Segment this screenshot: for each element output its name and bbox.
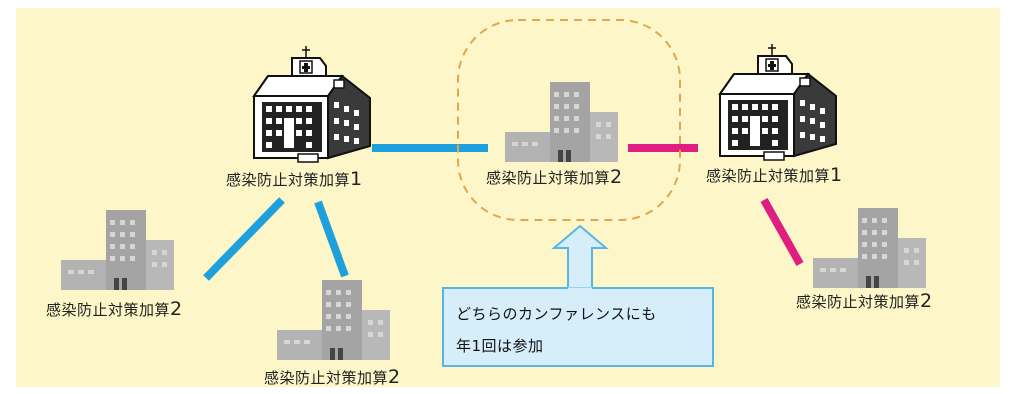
link-left-bottommid — [314, 200, 349, 278]
label-hospital-bottom-left: 感染防止対策加算2 — [46, 298, 183, 320]
label-number: 1 — [830, 164, 843, 186]
callout-box — [442, 287, 714, 367]
conference-group-border — [457, 19, 681, 221]
label-hospital-center: 感染防止対策加算2 — [486, 166, 623, 188]
label-hospital-right: 感染防止対策加算1 — [706, 164, 843, 186]
label-hospital-left: 感染防止対策加算1 — [226, 168, 363, 190]
label-text: 感染防止対策加算 — [226, 171, 351, 189]
label-text: 感染防止対策加算 — [264, 369, 389, 387]
label-number: 2 — [920, 290, 933, 312]
label-hospital-bottom-right: 感染防止対策加算2 — [796, 290, 933, 312]
label-text: 感染防止対策加算 — [796, 293, 921, 311]
label-text: 感染防止対策加算 — [46, 301, 171, 319]
link-left-bottomleft — [203, 197, 285, 281]
link-right-bottomright — [760, 198, 804, 266]
callout-line-1: どちらのカンファレンスにも — [456, 305, 657, 323]
label-text: 感染防止対策加算 — [486, 169, 611, 187]
label-number: 2 — [170, 298, 183, 320]
label-number: 2 — [610, 166, 623, 188]
label-number: 2 — [388, 366, 401, 388]
label-hospital-bottom-mid: 感染防止対策加算2 — [264, 366, 401, 388]
callout-line-2: 年1回は参加 — [456, 337, 544, 355]
callout-text: どちらのカンファレンスにも 年1回は参加 — [456, 298, 696, 362]
label-number: 1 — [350, 168, 363, 190]
label-text: 感染防止対策加算 — [706, 167, 831, 185]
